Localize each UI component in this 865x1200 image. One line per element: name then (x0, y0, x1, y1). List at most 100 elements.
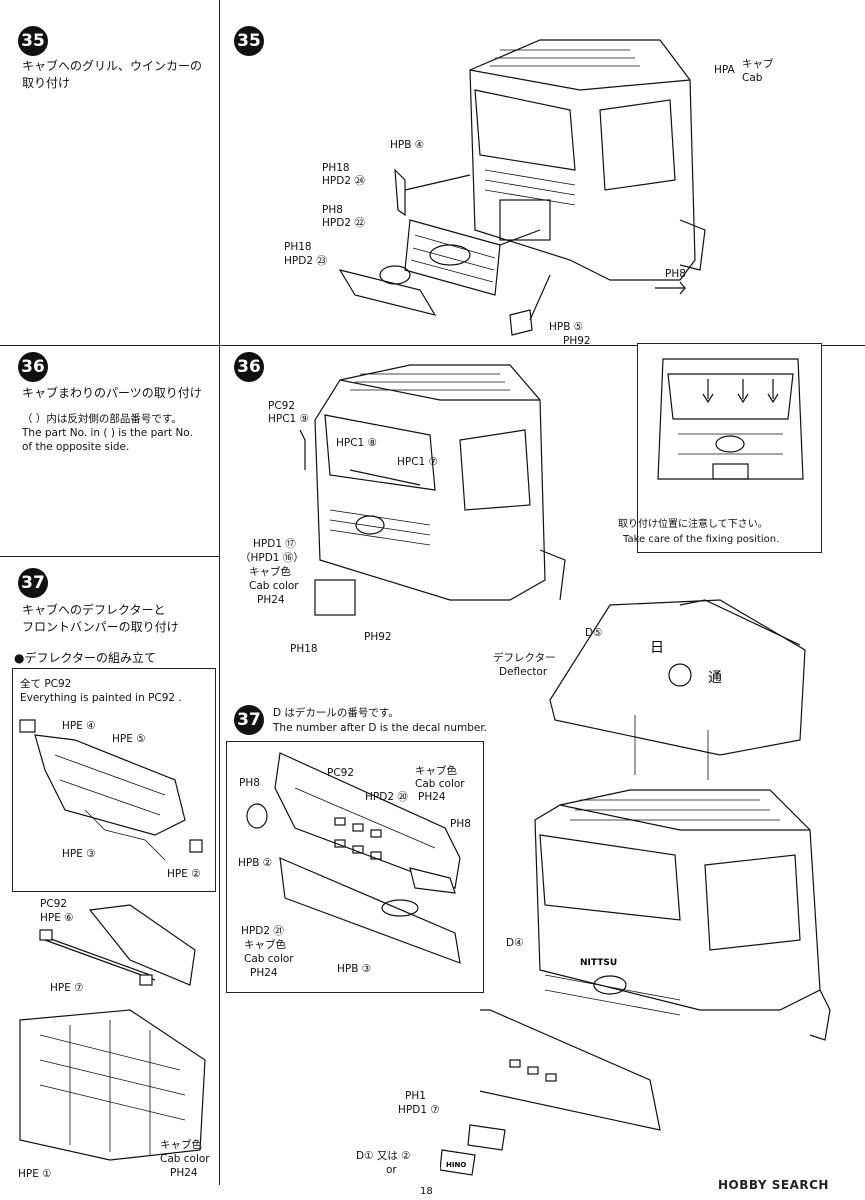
label-deflector-jp: デフレクター (493, 652, 556, 664)
right-divider-1 (219, 345, 865, 346)
label-hpd1-16: （HPD1 ⑯） (240, 552, 304, 564)
column-divider (219, 0, 220, 1185)
step-36-note: （ ）内は反対側の部品番号です。 The part No. in ( ) is … (22, 412, 193, 454)
step-37-title-line1: キャブへのデフレクターと (22, 603, 166, 617)
inset-note-en: Take care of the fixing position. (623, 534, 780, 545)
label-ph1: PH1 (405, 1090, 426, 1102)
label-hpc1-7: HPC1 ⑦ (397, 456, 438, 468)
label-36-cab-color-en: Cab color (249, 580, 299, 592)
left-divider-1 (0, 345, 219, 346)
bumper-drawing (246, 752, 461, 964)
label-hpd2-20: HPD2 ⑳ (365, 791, 408, 803)
step-36-badge: 36 (18, 352, 48, 382)
label-hpd2-22: HPD2 ㉒ (322, 217, 365, 229)
label-d1-or-d2: D① 又は ② (356, 1150, 411, 1162)
label-37-cab-color-jp: キャブ色 (160, 1139, 202, 1151)
label-bumper-ph8-b: PH8 (450, 818, 471, 830)
step-37-title: キャブへのデフレクターと フロントバンパーの取り付け (22, 602, 179, 636)
label-ph8-a: PH8 (322, 204, 343, 216)
box-note-jp: 全て PC92 (20, 678, 72, 690)
hino-plate-text: HINO (446, 1161, 466, 1169)
box-note-en: Everything is painted in PC92 . (20, 692, 182, 704)
label-hpe2: HPE ② (167, 868, 201, 880)
label-d4: D④ (506, 937, 524, 949)
label-bumper-cab-color-en2: Cab color (244, 953, 294, 965)
label-37-cab-color-en: Cab color (160, 1153, 210, 1165)
step-36-cab-drawing (299, 364, 566, 616)
label-hpe3: HPE ③ (62, 848, 96, 860)
step-35-title-line2: 取り付け (22, 76, 71, 90)
step-36-note-en-1: The part No. in ( ) is the part No. (22, 427, 193, 439)
label-hpa-en: Cab (742, 72, 763, 84)
inset-note-jp: 取り付け位置に注意して下さい。 (618, 519, 768, 530)
step-35-title-line1: キャブへのグリル、ウインカーの (22, 59, 203, 73)
label-hpc1-9: HPC1 ⑨ (268, 413, 309, 425)
label-36-pc92: PC92 (268, 400, 296, 412)
deflector-kanji-1: 日 (650, 640, 664, 656)
deflector-frame-drawing (19, 719, 203, 861)
label-bumper-cab-color-en: Cab color (415, 778, 465, 790)
label-bumper-cab-color-jp2: キャブ色 (244, 939, 286, 951)
label-hpb3: HPB ③ (337, 963, 372, 975)
label-hpe1: HPE ① (18, 1168, 52, 1180)
step-36-note-jp: （ ）内は反対側の部品番号です。 (22, 413, 182, 425)
step-35-badge: 35 (18, 26, 48, 56)
cab-nittsu-mark: NITTSU (580, 958, 617, 968)
left-divider-2 (0, 556, 219, 557)
step-35-badge-right: 35 (234, 26, 264, 56)
inset-drawing (657, 358, 804, 480)
fixing-position-inset: 取り付け位置に注意して下さい。 Take care of the fixing … (618, 343, 822, 553)
label-hpb5: HPB ⑤ (549, 321, 584, 333)
decal-note-en: The number after D is the decal number. (273, 722, 488, 734)
deflector-assembly-box (12, 668, 216, 892)
label-hpd2-24: HPD2 ㉔ (322, 175, 365, 187)
label-hpe5: HPE ⑤ (112, 733, 146, 745)
label-hpe7: HPE ⑦ (50, 982, 84, 994)
label-hpd1-17: HPD1 ⑰ (253, 538, 296, 550)
page-number: 18 (420, 1186, 433, 1197)
label-bumper-ph8-a: PH8 (239, 777, 260, 789)
step-37-badge-right: 37 (234, 705, 264, 735)
step-35-cab-drawing (338, 39, 706, 336)
step-36-title: キャブまわりのパーツの取り付け (22, 386, 202, 400)
label-bumper-cab-color-jp: キャブ色 (415, 765, 457, 777)
label-bumper-ph24-a: PH24 (418, 791, 446, 803)
step-37-title-line2: フロントバンパーの取り付け (22, 620, 179, 634)
label-hpa: HPA (714, 64, 735, 76)
label-or: or (386, 1164, 397, 1176)
label-ph18-a: PH18 (322, 162, 350, 174)
step-36-note-en-2: of the opposite side. (22, 441, 130, 453)
label-ph92: PH92 (563, 335, 591, 347)
label-d5: D⑤ (585, 627, 603, 639)
step-37-badge: 37 (18, 568, 48, 598)
deflector-assembly-heading: ●デフレクターの組み立て (14, 651, 156, 665)
label-hpd2-23: HPD2 ㉓ (284, 255, 327, 267)
step-36-badge-right: 36 (234, 352, 264, 382)
label-hpa-jp: キャブ (742, 58, 774, 70)
truck-deflector-drawing: 日 通 NITTSU (480, 599, 831, 1131)
label-36-cab-color-jp: キャブ色 (249, 566, 291, 578)
label-deflector-en: Deflector (499, 666, 548, 678)
label-hpb2: HPB ② (238, 857, 273, 869)
label-hpd1-7: HPD1 ⑦ (398, 1104, 440, 1116)
label-37-ph24: PH24 (170, 1167, 198, 1179)
step-35-title: キャブへのグリル、ウインカーの 取り付け (22, 58, 202, 92)
label-36-ph18: PH18 (290, 643, 318, 655)
label-hpe6: HPE ⑥ (40, 912, 74, 924)
label-bumper-pc92: PC92 (327, 767, 355, 779)
label-hpe4: HPE ④ (62, 720, 96, 732)
label-ph18-b: PH18 (284, 241, 312, 253)
deflector-assembled-drawing (19, 904, 206, 1161)
hobby-search-watermark: HOBBY SEARCH (718, 1178, 829, 1192)
label-hpc1-8: HPC1 ⑧ (336, 437, 377, 449)
label-36-ph24: PH24 (257, 594, 285, 606)
decal-note-jp: D はデカールの番号です。 (273, 707, 399, 719)
deflector-kanji-2: 通 (708, 670, 722, 686)
decal-plates: HINO (440, 1124, 506, 1176)
label-ph8-b: PH8 (665, 268, 686, 280)
label-36-ph92: PH92 (364, 631, 392, 643)
label-bumper-ph24-b: PH24 (250, 967, 278, 979)
label-hpb4: HPB ④ (390, 139, 425, 151)
label-hpd2-21: HPD2 ㉑ (241, 925, 284, 937)
label-pc92: PC92 (40, 898, 68, 910)
